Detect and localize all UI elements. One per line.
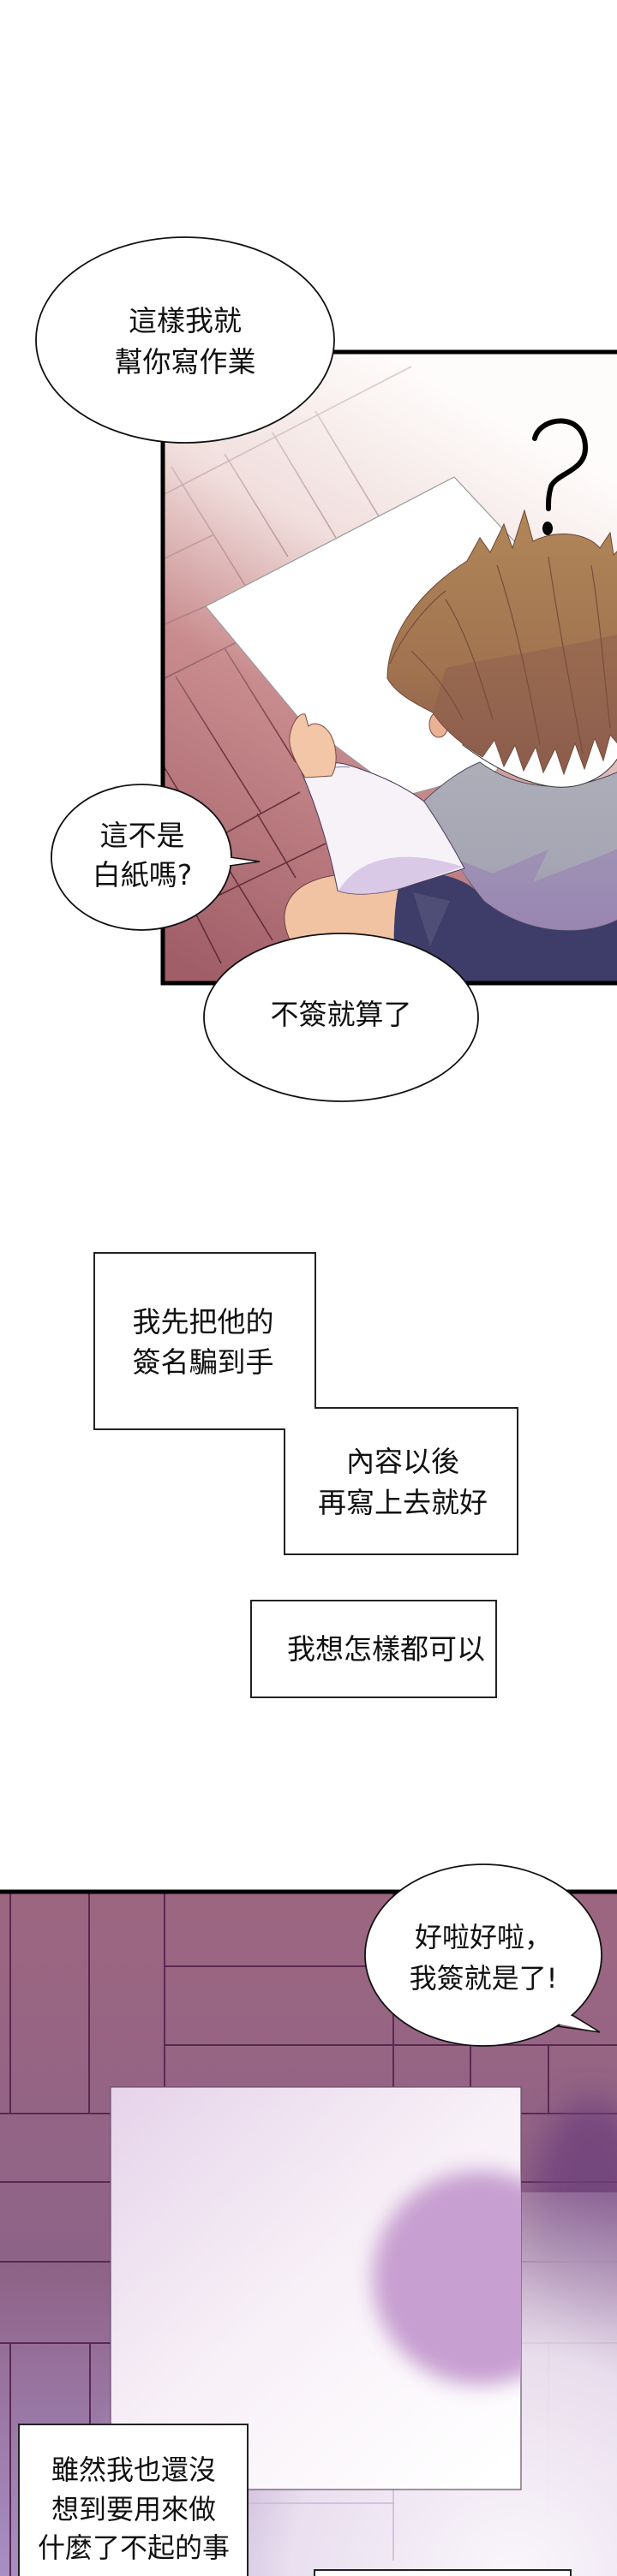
text-line: 什麼了不起的事 (37, 2531, 230, 2564)
narration-box-5 (314, 2569, 572, 2576)
boy-hand (289, 713, 337, 778)
text-line: 想到要用來做 (51, 2492, 216, 2525)
speech-bubble-4 (364, 1863, 602, 2047)
text-line: 內容以後 (346, 1445, 459, 1478)
narration-box-4-text: 雖然我也還沒 想到要用來做 什麼了不起的事 (22, 2451, 245, 2568)
panel-1 (160, 349, 617, 986)
speech-bubble-3-text: 不簽就算了 (255, 995, 427, 1035)
speech-bubble-2 (51, 784, 261, 931)
narration-box-3 (250, 1600, 497, 1698)
sleeve-shading (338, 856, 463, 895)
speech-bubble-2-text: 這不是 白紙嗎? (57, 816, 228, 895)
text-line: 不簽就算了 (270, 998, 412, 1031)
text-line: 我想怎樣都可以 (287, 1632, 485, 1666)
narration-box-3-text: 我想怎樣都可以 (287, 1630, 485, 1669)
text-line: 簽名騙到手 (132, 1345, 274, 1379)
hair-strands (389, 556, 611, 754)
text-line: 好啦好啦， (414, 1921, 552, 1953)
narration-box-1-2 (93, 1252, 518, 1555)
hair-shading (433, 634, 617, 774)
text-line: 幫你寫作業 (114, 345, 256, 379)
text-line: 白紙嗎? (92, 858, 193, 891)
shorts-highlight (413, 892, 450, 946)
vest-shadow (450, 849, 617, 931)
narration-box-2-text: 內容以後 再寫上去就好 (317, 1441, 488, 1524)
speech-bubble-4-text: 好啦好啦， 我簽就是了! (398, 1917, 569, 1999)
paper-shadow (373, 2171, 521, 2385)
panel-2 (0, 1889, 617, 2576)
text-line: 我簽就是了! (409, 1962, 558, 1995)
bubble-tail (553, 2012, 600, 2032)
boy-character (284, 509, 617, 983)
text-line: 我先把他的 (132, 1305, 274, 1339)
text-line: 這樣我就 (129, 304, 242, 337)
speech-bubble-1-text: 這樣我就 幫你寫作業 (57, 301, 314, 383)
narration-box-1-text: 我先把他的 簽名騙到手 (117, 1302, 289, 1382)
speech-bubble-3 (203, 933, 479, 1102)
text-line: 這不是 (99, 819, 185, 852)
floor-tile-lines (163, 366, 412, 964)
text-line: 再寫上去就好 (318, 1486, 488, 1519)
text-line: 雖然我也還沒 (51, 2454, 216, 2486)
question-mark-icon (532, 418, 589, 535)
speech-bubble-1 (35, 236, 335, 444)
narration-box-4 (18, 2424, 249, 2576)
faint-tile-line (249, 2490, 394, 2561)
